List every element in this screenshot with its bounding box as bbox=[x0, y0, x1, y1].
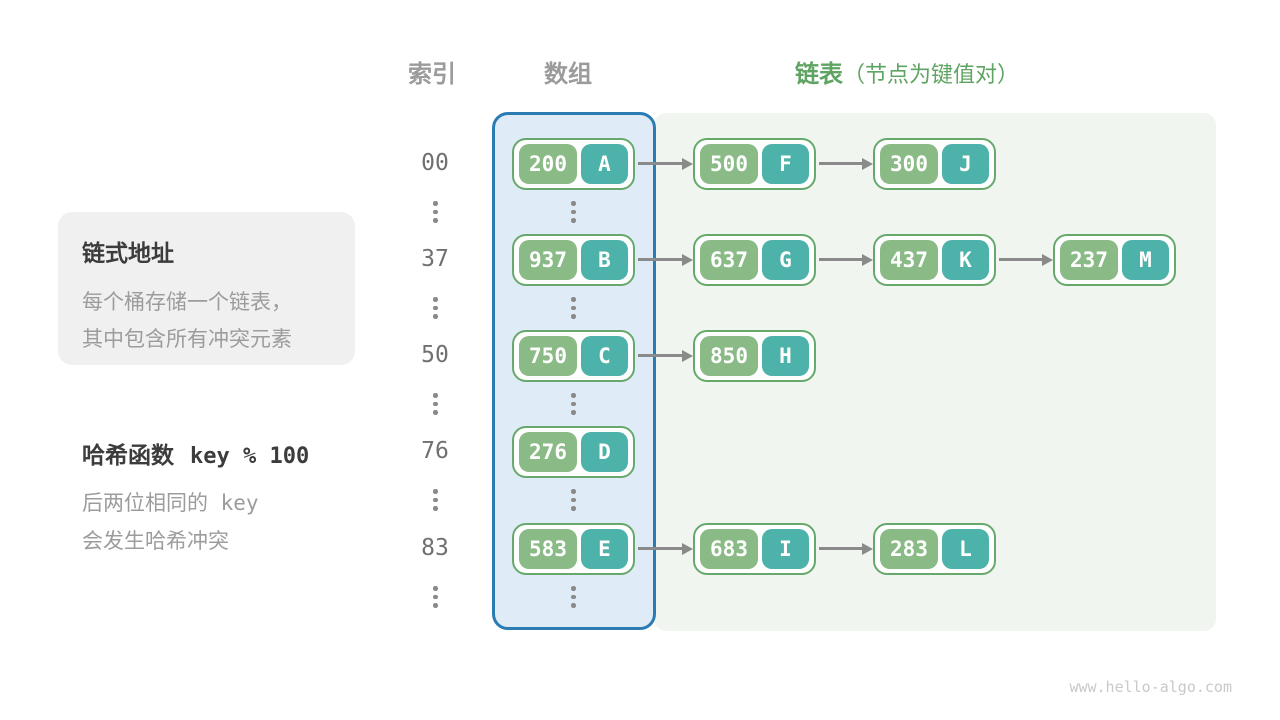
node-key: 637 bbox=[700, 240, 758, 280]
chaining-info-box: 链式地址 每个桶存储一个链表， 其中包含所有冲突元素 bbox=[58, 212, 355, 365]
index-label-37: 37 bbox=[421, 246, 449, 272]
hash-function-note: 哈希函数 key % 100 后两位相同的 key 会发生哈希冲突 bbox=[82, 436, 309, 561]
chain-node-850-H: 850 H bbox=[693, 330, 816, 382]
node-value: I bbox=[762, 529, 809, 569]
vertical-ellipsis-icon bbox=[433, 489, 438, 511]
chain-node-683-I: 683 I bbox=[693, 523, 816, 575]
vertical-ellipsis-icon bbox=[571, 393, 576, 415]
chain-node-500-F: 500 F bbox=[693, 138, 816, 190]
bucket-node-750-C: 750 C bbox=[512, 330, 635, 382]
node-key: 683 bbox=[700, 529, 758, 569]
hash-function-formula: key % 100 bbox=[190, 444, 310, 469]
index-label-50: 50 bbox=[421, 342, 449, 368]
chain-node-283-L: 283 L bbox=[873, 523, 996, 575]
node-key: 937 bbox=[519, 240, 577, 280]
vertical-ellipsis-icon bbox=[571, 201, 576, 223]
header-index-label: 索引 bbox=[408, 61, 456, 88]
arrow-right-icon bbox=[819, 253, 873, 266]
header-array-label: 数组 bbox=[544, 61, 592, 88]
node-value: D bbox=[581, 432, 628, 472]
node-value: G bbox=[762, 240, 809, 280]
vertical-ellipsis-icon bbox=[571, 586, 576, 608]
node-key: 237 bbox=[1060, 240, 1118, 280]
node-value: B bbox=[581, 240, 628, 280]
vertical-ellipsis-icon bbox=[433, 393, 438, 415]
node-key: 583 bbox=[519, 529, 577, 569]
node-key: 276 bbox=[519, 432, 577, 472]
vertical-ellipsis-icon bbox=[433, 586, 438, 608]
node-key: 437 bbox=[880, 240, 938, 280]
chain-node-300-J: 300 J bbox=[873, 138, 996, 190]
node-key: 200 bbox=[519, 144, 577, 184]
bucket-node-276-D: 276 D bbox=[512, 426, 635, 478]
arrow-right-icon bbox=[999, 253, 1053, 266]
arrow-right-icon bbox=[638, 349, 693, 362]
arrow-right-icon bbox=[819, 157, 873, 170]
vertical-ellipsis-icon bbox=[571, 489, 576, 511]
header-list-note: （节点为键值对） bbox=[843, 62, 1020, 87]
node-key: 750 bbox=[519, 336, 577, 376]
bucket-node-937-B: 937 B bbox=[512, 234, 635, 286]
node-value: E bbox=[581, 529, 628, 569]
vertical-ellipsis-icon bbox=[433, 297, 438, 319]
node-key: 283 bbox=[880, 529, 938, 569]
hash-note-line2: 会发生哈希冲突 bbox=[82, 530, 229, 553]
bucket-node-200-A: 200 A bbox=[512, 138, 635, 190]
arrow-right-icon bbox=[819, 542, 873, 555]
node-key: 850 bbox=[700, 336, 758, 376]
vertical-ellipsis-icon bbox=[571, 297, 576, 319]
info-box-line2: 其中包含所有冲突元素 bbox=[82, 328, 292, 351]
hash-function-title: 哈希函数 key % 100 bbox=[82, 436, 309, 470]
index-label-76: 76 bbox=[421, 438, 449, 464]
arrow-right-icon bbox=[638, 253, 693, 266]
node-value: L bbox=[942, 529, 989, 569]
arrow-right-icon bbox=[638, 157, 693, 170]
index-label-83: 83 bbox=[421, 535, 449, 561]
hash-function-label: 哈希函数 bbox=[82, 442, 174, 468]
node-value: H bbox=[762, 336, 809, 376]
node-value: J bbox=[942, 144, 989, 184]
header-list-label-group: 链表 （节点为键值对） bbox=[795, 54, 1019, 89]
node-value: C bbox=[581, 336, 628, 376]
index-label-00: 00 bbox=[421, 150, 449, 176]
node-key: 500 bbox=[700, 144, 758, 184]
node-key: 300 bbox=[880, 144, 938, 184]
header-list-label: 链表 bbox=[795, 61, 843, 88]
arrow-right-icon bbox=[638, 542, 693, 555]
hash-note-line1: 后两位相同的 key bbox=[82, 491, 259, 515]
info-box-title: 链式地址 bbox=[82, 240, 174, 266]
chain-node-237-M: 237 M bbox=[1053, 234, 1176, 286]
node-value: A bbox=[581, 144, 628, 184]
watermark: www.hello-algo.com bbox=[1069, 678, 1232, 696]
node-value: F bbox=[762, 144, 809, 184]
vertical-ellipsis-icon bbox=[433, 201, 438, 223]
info-box-line1: 每个桶存储一个链表， bbox=[82, 291, 292, 314]
chain-node-637-G: 637 G bbox=[693, 234, 816, 286]
node-value: M bbox=[1122, 240, 1169, 280]
bucket-node-583-E: 583 E bbox=[512, 523, 635, 575]
chain-node-437-K: 437 K bbox=[873, 234, 996, 286]
node-value: K bbox=[942, 240, 989, 280]
